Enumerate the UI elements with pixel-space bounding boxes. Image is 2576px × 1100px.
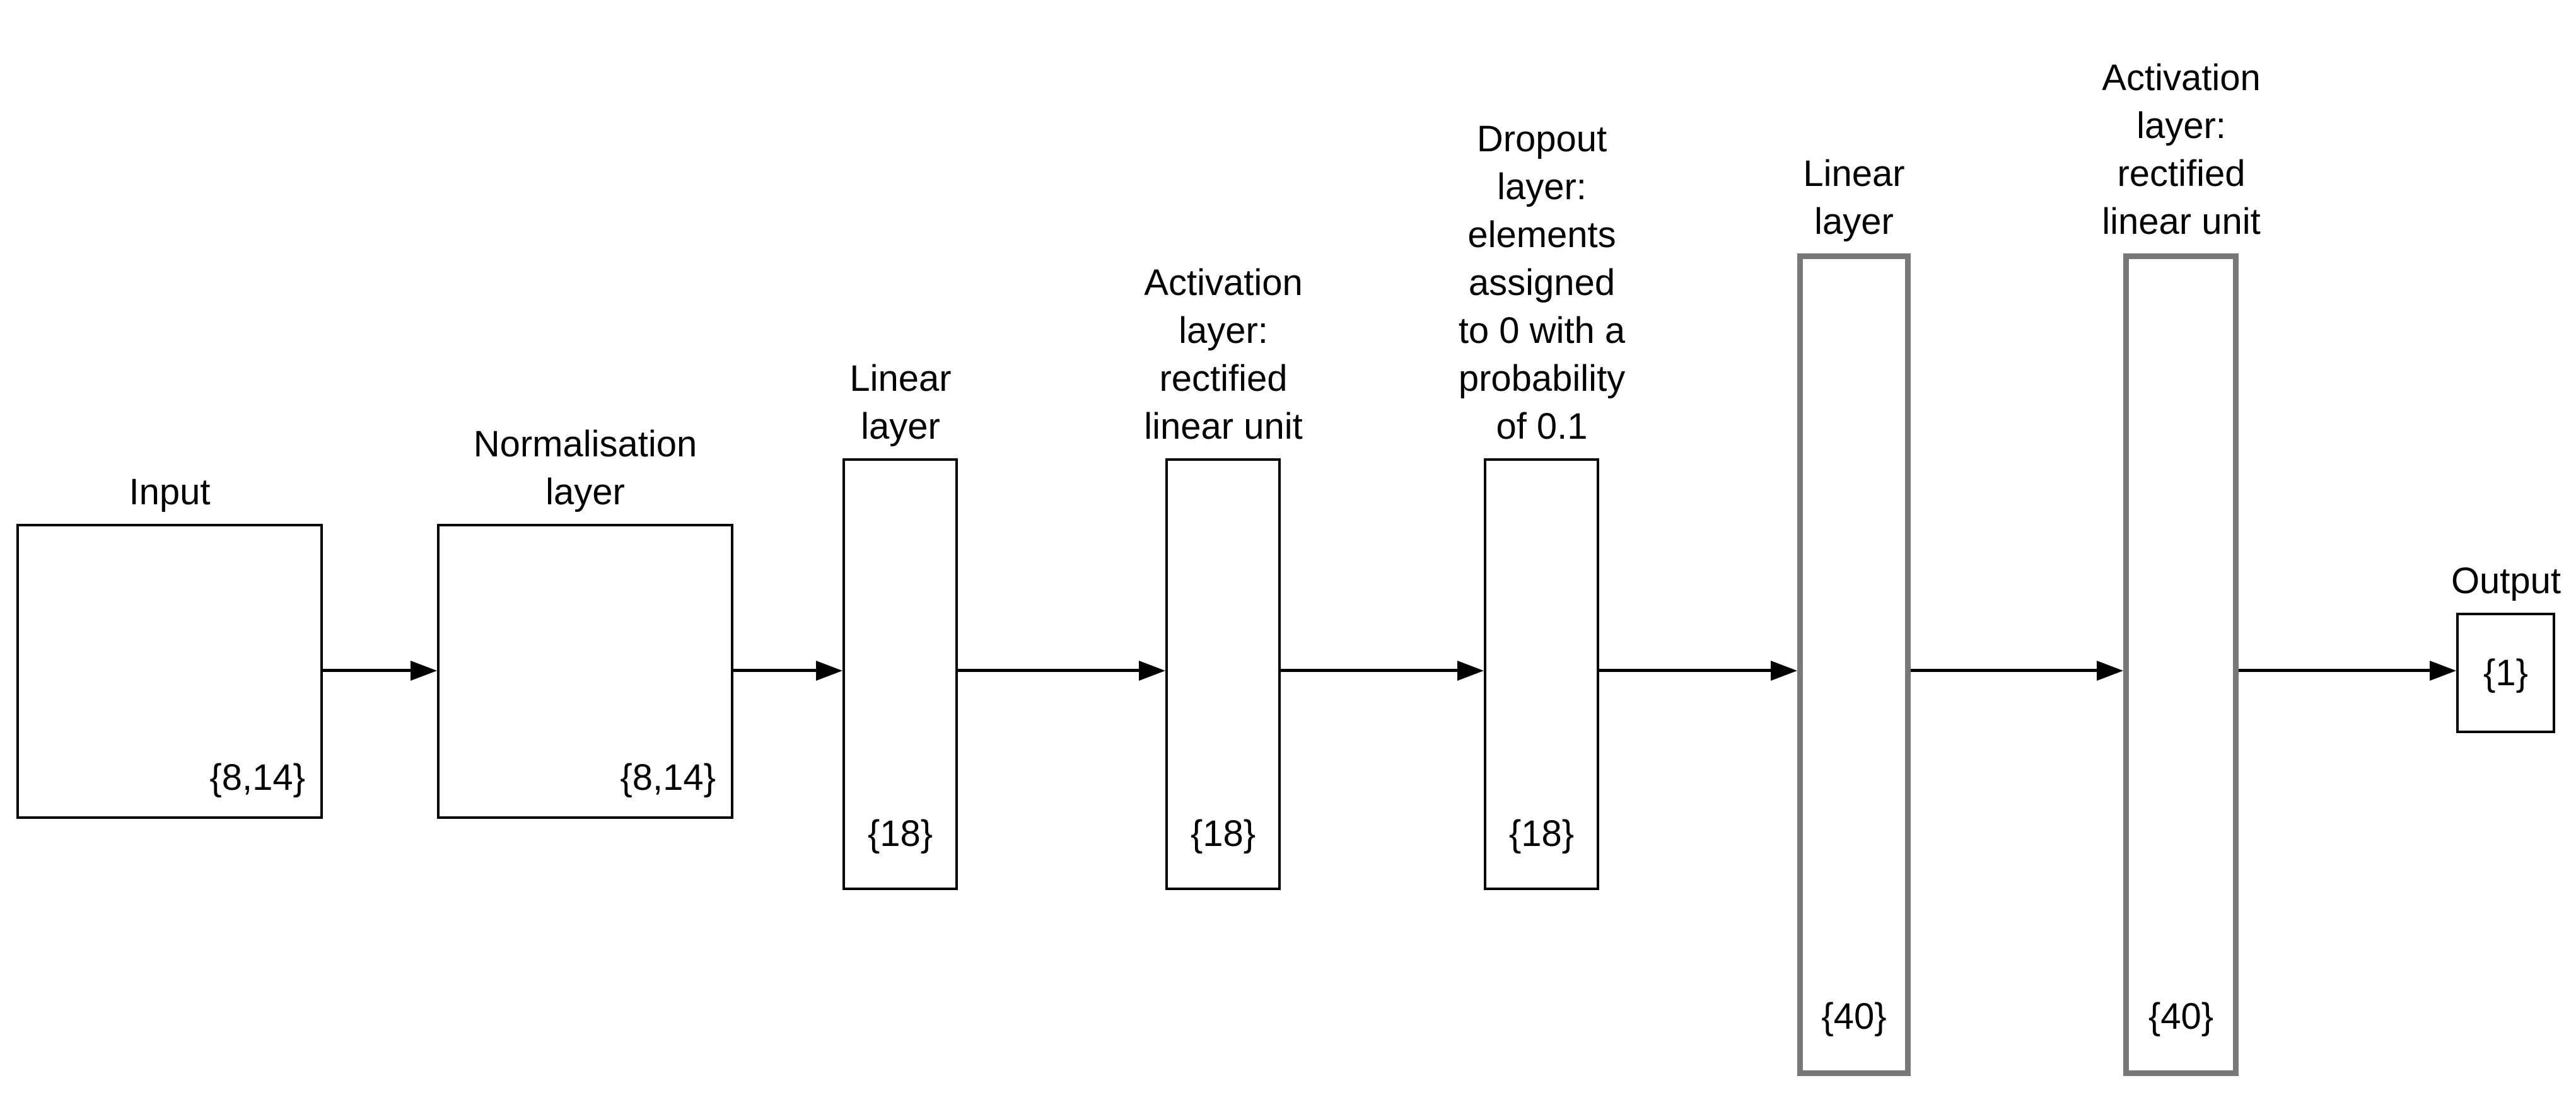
arrow-activation-1-to-dropout <box>1281 669 1461 672</box>
linear-1-dims-text: {18} <box>867 813 933 854</box>
activation-1-node-label: Activation layer: rectified linear unit <box>1144 262 1303 447</box>
arrow-dropout-to-linear-2 <box>1599 669 1775 672</box>
linear-1-node-box: {18} <box>842 458 958 890</box>
dropout-node-box: {18} <box>1484 458 1599 890</box>
arrow-activation-2-to-output <box>2239 669 2433 672</box>
activation-2-node-label: Activation layer: rectified linear unit <box>2102 57 2261 242</box>
arrowhead-dropout-to-linear-2 <box>1771 661 1797 681</box>
arrowhead-normalisation-to-linear-1 <box>816 661 842 681</box>
output-node-box: {1} <box>2456 613 2555 733</box>
arrowhead-activation-2-to-output <box>2430 661 2456 681</box>
arrowhead-input-to-normalisation <box>411 661 437 681</box>
arrow-normalisation-to-linear-1 <box>733 669 820 672</box>
input-dims-text: {8,14} <box>209 757 305 798</box>
activation-1-dims-text: {18} <box>1190 813 1256 854</box>
linear-2-node-label: Linear layer <box>1803 153 1905 242</box>
input-node-box: {8,14} <box>16 524 323 819</box>
activation-2-node-box: {40} <box>2123 253 2239 1076</box>
activation-2-dims-text: {40} <box>2148 996 2214 1037</box>
activation-1-node-box: {18} <box>1165 458 1281 890</box>
arrow-linear-1-to-activation-1 <box>958 669 1143 672</box>
arrow-input-to-normalisation <box>323 669 414 672</box>
arrowhead-linear-2-to-activation-2 <box>2097 661 2123 681</box>
dropout-node-label: Dropout layer: elements assigned to 0 wi… <box>1458 119 1626 447</box>
input-node-label: Input <box>129 472 211 512</box>
dropout-dims-text: {18} <box>1508 813 1575 854</box>
normalisation-dims-text: {8,14} <box>620 757 716 798</box>
arrowhead-linear-1-to-activation-1 <box>1139 661 1165 681</box>
linear-2-node-box: {40} <box>1797 253 1911 1076</box>
arrow-linear-2-to-activation-2 <box>1911 669 2101 672</box>
arrowhead-activation-1-to-dropout <box>1457 661 1484 681</box>
linear-1-node-label: Linear layer <box>849 358 952 447</box>
normalisation-node-box: {8,14} <box>437 524 733 819</box>
linear-2-dims-text: {40} <box>1821 996 1887 1037</box>
normalisation-node-label: Normalisation layer <box>473 424 697 512</box>
output-dims-text: {1} <box>2483 652 2528 693</box>
output-node-label: Output <box>2451 560 2561 601</box>
